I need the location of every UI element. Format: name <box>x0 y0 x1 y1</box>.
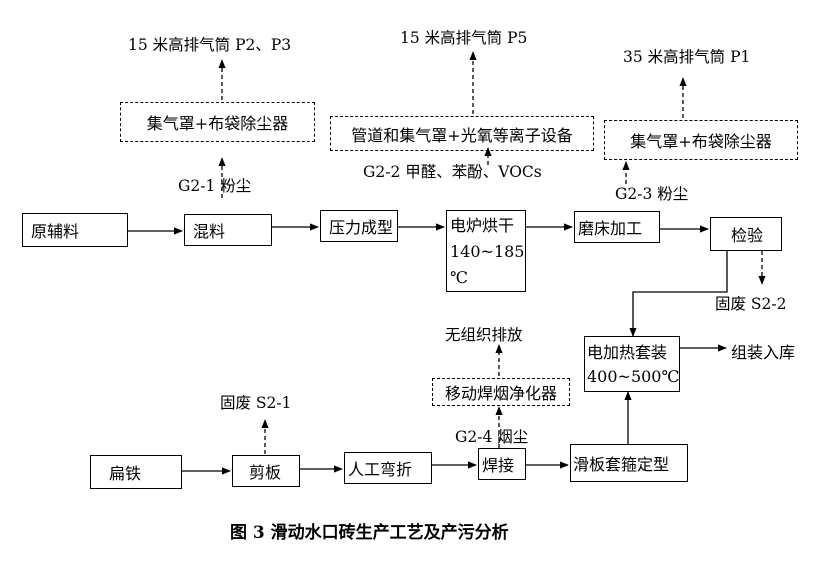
node-sleeve-label: 滑板套箍定型 <box>573 455 670 474</box>
g2-3-label: G2-3 粉尘 <box>615 185 689 203</box>
node-electric-heating: 电加热套装 400~500℃ <box>584 336 680 392</box>
photo-oxygen-label: 管道和集气罩+光氧等离子设备 <box>351 125 573 145</box>
g2-4-label: G2-4 烟尘 <box>455 428 529 446</box>
node-electric-oven: 电炉烘干 140~185 ℃ <box>446 210 526 292</box>
photo-oxygen-box: 管道和集气罩+光氧等离子设备 <box>330 116 594 151</box>
dust-collector-box-1: 集气罩+布袋除尘器 <box>120 102 315 142</box>
node-mixing: 混料 <box>184 214 272 246</box>
node-grinding-label: 磨床加工 <box>578 219 643 238</box>
node-manual-bending: 人工弯折 <box>344 452 432 484</box>
unorganized-label: 无组织排放 <box>445 326 523 344</box>
fume-purifier-box: 移动焊烟净化器 <box>432 378 570 406</box>
node-mixing-label: 混料 <box>193 222 226 241</box>
arrow-inspection-to-heating <box>629 251 728 337</box>
s2-1-label: 固废 S2-1 <box>220 394 292 412</box>
node-oven-temp-2: ℃ <box>450 268 468 287</box>
node-shearing-label: 剪板 <box>249 463 282 482</box>
g2-2-label: G2-2 甲醛、苯酚、VOCs <box>363 163 542 181</box>
assembly-storage-label: 组装入库 <box>731 343 796 362</box>
node-welding-label: 焊接 <box>482 456 515 475</box>
node-grinding: 磨床加工 <box>574 211 660 243</box>
node-shearing: 剪板 <box>232 455 300 487</box>
node-inspection: 检验 <box>710 217 782 251</box>
node-flat-iron: 扁铁 <box>90 455 182 489</box>
node-bending-label: 人工弯折 <box>348 460 413 479</box>
node-flat-iron-label: 扁铁 <box>109 464 142 483</box>
node-slide-sleeve: 滑板套箍定型 <box>570 444 688 482</box>
dust-collector-label-2: 集气罩+布袋除尘器 <box>630 132 772 151</box>
node-raw-material-label: 原辅料 <box>31 222 80 241</box>
node-welding: 焊接 <box>478 448 526 480</box>
figure-caption: 图 3 滑动水口砖生产工艺及产污分析 <box>230 523 509 543</box>
node-heating-temp: 400~500℃ <box>587 367 680 386</box>
s2-2-label: 固废 S2-2 <box>715 295 787 313</box>
stack-p2-p3-label: 15 米高排气筒 P2、P3 <box>128 36 292 54</box>
fume-purifier-label: 移动焊烟净化器 <box>444 384 557 403</box>
stack-p5-label: 15 米高排气筒 P5 <box>400 29 528 47</box>
node-oven-temp-1: 140~185 <box>450 242 525 261</box>
node-inspection-label: 检验 <box>731 226 764 245</box>
dust-collector-label-1: 集气罩+布袋除尘器 <box>146 114 289 133</box>
node-heating-label: 电加热套装 <box>587 343 668 362</box>
node-press-forming: 压力成型 <box>320 210 398 242</box>
g2-1-label: G2-1 粉尘 <box>178 177 252 195</box>
node-raw-material: 原辅料 <box>22 213 128 247</box>
node-oven-label: 电炉烘干 <box>450 216 515 235</box>
dust-collector-box-2: 集气罩+布袋除尘器 <box>604 120 798 160</box>
stack-p1-label: 35 米高排气筒 P1 <box>623 48 751 66</box>
node-press-forming-label: 压力成型 <box>329 218 394 237</box>
